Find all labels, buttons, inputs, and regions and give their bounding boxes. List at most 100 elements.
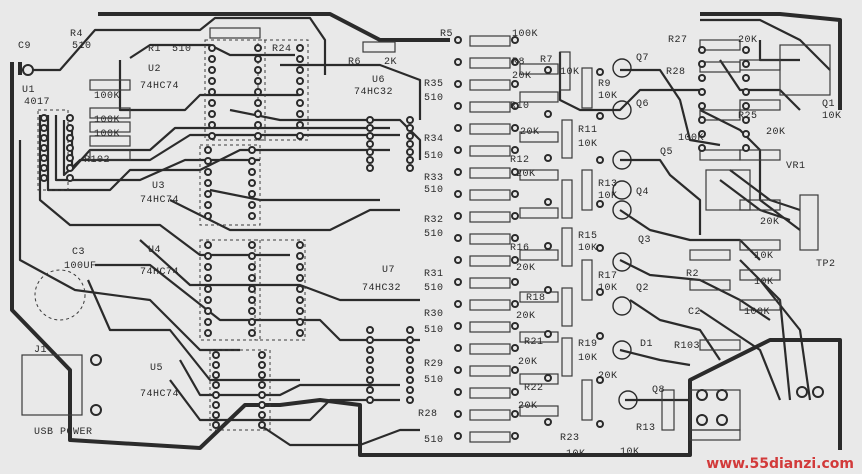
q3-label: Q3 bbox=[638, 235, 652, 246]
solder-pad bbox=[248, 274, 256, 282]
r5-value: 100K bbox=[512, 29, 539, 40]
r28-value: 510 bbox=[424, 435, 444, 446]
solder-pad bbox=[454, 190, 462, 198]
solder-pad bbox=[296, 329, 304, 337]
solder-pad bbox=[204, 179, 212, 187]
solder-pad bbox=[248, 329, 256, 337]
c3-label: C3 bbox=[72, 247, 86, 258]
solder-pad bbox=[511, 256, 519, 264]
solder-pad bbox=[296, 252, 304, 260]
solder-pad bbox=[406, 124, 414, 132]
solder-pad bbox=[511, 102, 519, 110]
r17-label: R17 bbox=[598, 271, 618, 282]
solder-pad bbox=[596, 68, 604, 76]
solder-pad bbox=[716, 389, 728, 401]
r16-value: 20K bbox=[516, 263, 536, 274]
c3-value: 100UF bbox=[64, 261, 97, 272]
solder-pad bbox=[406, 346, 414, 354]
solder-pad bbox=[796, 386, 808, 398]
u4-type: 74HC74 bbox=[140, 267, 180, 278]
r28-top-label: R28 bbox=[666, 67, 686, 78]
solder-pad bbox=[454, 124, 462, 132]
solder-pad bbox=[208, 99, 216, 107]
solder-pad bbox=[511, 278, 519, 286]
solder-pad bbox=[596, 288, 604, 296]
solder-pad bbox=[258, 351, 266, 359]
solder-pad bbox=[812, 386, 824, 398]
solder-pad bbox=[454, 80, 462, 88]
solder-pad bbox=[544, 154, 552, 162]
solder-pad bbox=[212, 371, 220, 379]
solder-pad bbox=[511, 234, 519, 242]
solder-pad bbox=[511, 366, 519, 374]
r30-label: R30 bbox=[424, 309, 444, 320]
r9-label: R9 bbox=[598, 79, 612, 90]
solder-pad bbox=[208, 77, 216, 85]
solder-pad bbox=[258, 361, 266, 369]
r11-label: R11 bbox=[578, 125, 598, 136]
solder-pad bbox=[66, 164, 74, 172]
solder-pad bbox=[454, 322, 462, 330]
ic-outlines bbox=[34, 39, 309, 431]
solder-pad bbox=[742, 88, 750, 96]
solder-pad bbox=[296, 296, 304, 304]
solder-pad bbox=[366, 356, 374, 364]
r28-label: R28 bbox=[418, 409, 438, 420]
usb-power-label: USB POWER bbox=[34, 427, 93, 438]
solder-pad bbox=[66, 114, 74, 122]
solder-pad bbox=[366, 346, 374, 354]
r17-value: 10K bbox=[598, 283, 618, 294]
solder-pad bbox=[696, 389, 708, 401]
r19-label: R19 bbox=[578, 339, 598, 350]
solder-pad bbox=[698, 116, 706, 124]
solder-pad bbox=[258, 421, 266, 429]
vr1-label: VR1 bbox=[786, 161, 806, 172]
c9-label: C9 bbox=[18, 41, 32, 52]
solder-pad bbox=[212, 401, 220, 409]
solder-pad bbox=[254, 132, 262, 140]
r13-value: 10K bbox=[598, 191, 618, 202]
solder-pad bbox=[454, 36, 462, 44]
q2-label: Q2 bbox=[636, 283, 650, 294]
solder-pad bbox=[511, 80, 519, 88]
solder-pad bbox=[248, 179, 256, 187]
u3-label: U3 bbox=[152, 181, 166, 192]
r4-value: 510 bbox=[72, 41, 92, 52]
q5-label: Q5 bbox=[660, 147, 674, 158]
r2-label: R2 bbox=[686, 269, 700, 280]
solder-pad bbox=[66, 134, 74, 142]
solder-pad bbox=[698, 74, 706, 82]
r18-label: R18 bbox=[526, 293, 546, 304]
solder-pad bbox=[208, 132, 216, 140]
solder-pad bbox=[296, 88, 304, 96]
solder-pad bbox=[511, 410, 519, 418]
r9-value: 10K bbox=[598, 91, 618, 102]
solder-pad bbox=[698, 102, 706, 110]
solder-pad bbox=[204, 318, 212, 326]
q1-value: 10K bbox=[822, 111, 842, 122]
solder-pad bbox=[40, 144, 48, 152]
r5-label: R5 bbox=[440, 29, 454, 40]
transistor-outline bbox=[612, 58, 632, 78]
u4-label: U4 bbox=[148, 245, 162, 256]
solder-pad bbox=[40, 164, 48, 172]
r13b-label: R13 bbox=[636, 423, 656, 434]
solder-pad bbox=[208, 44, 216, 52]
solder-pad bbox=[296, 110, 304, 118]
solder-pad bbox=[296, 77, 304, 85]
watermark: www.55dianzi.com bbox=[706, 456, 854, 472]
solder-pad bbox=[454, 300, 462, 308]
transistor-outline bbox=[612, 180, 632, 200]
solder-pad bbox=[248, 201, 256, 209]
solder-pad bbox=[366, 396, 374, 404]
solder-pad bbox=[204, 329, 212, 337]
solder-pad bbox=[406, 140, 414, 148]
solder-pad bbox=[204, 274, 212, 282]
solder-pad bbox=[698, 46, 706, 54]
r32-value: 510 bbox=[424, 229, 444, 240]
solder-pad bbox=[248, 157, 256, 165]
d1-label: D1 bbox=[640, 339, 654, 350]
solder-pad bbox=[254, 44, 262, 52]
solder-pad bbox=[248, 296, 256, 304]
solder-pad bbox=[406, 386, 414, 394]
